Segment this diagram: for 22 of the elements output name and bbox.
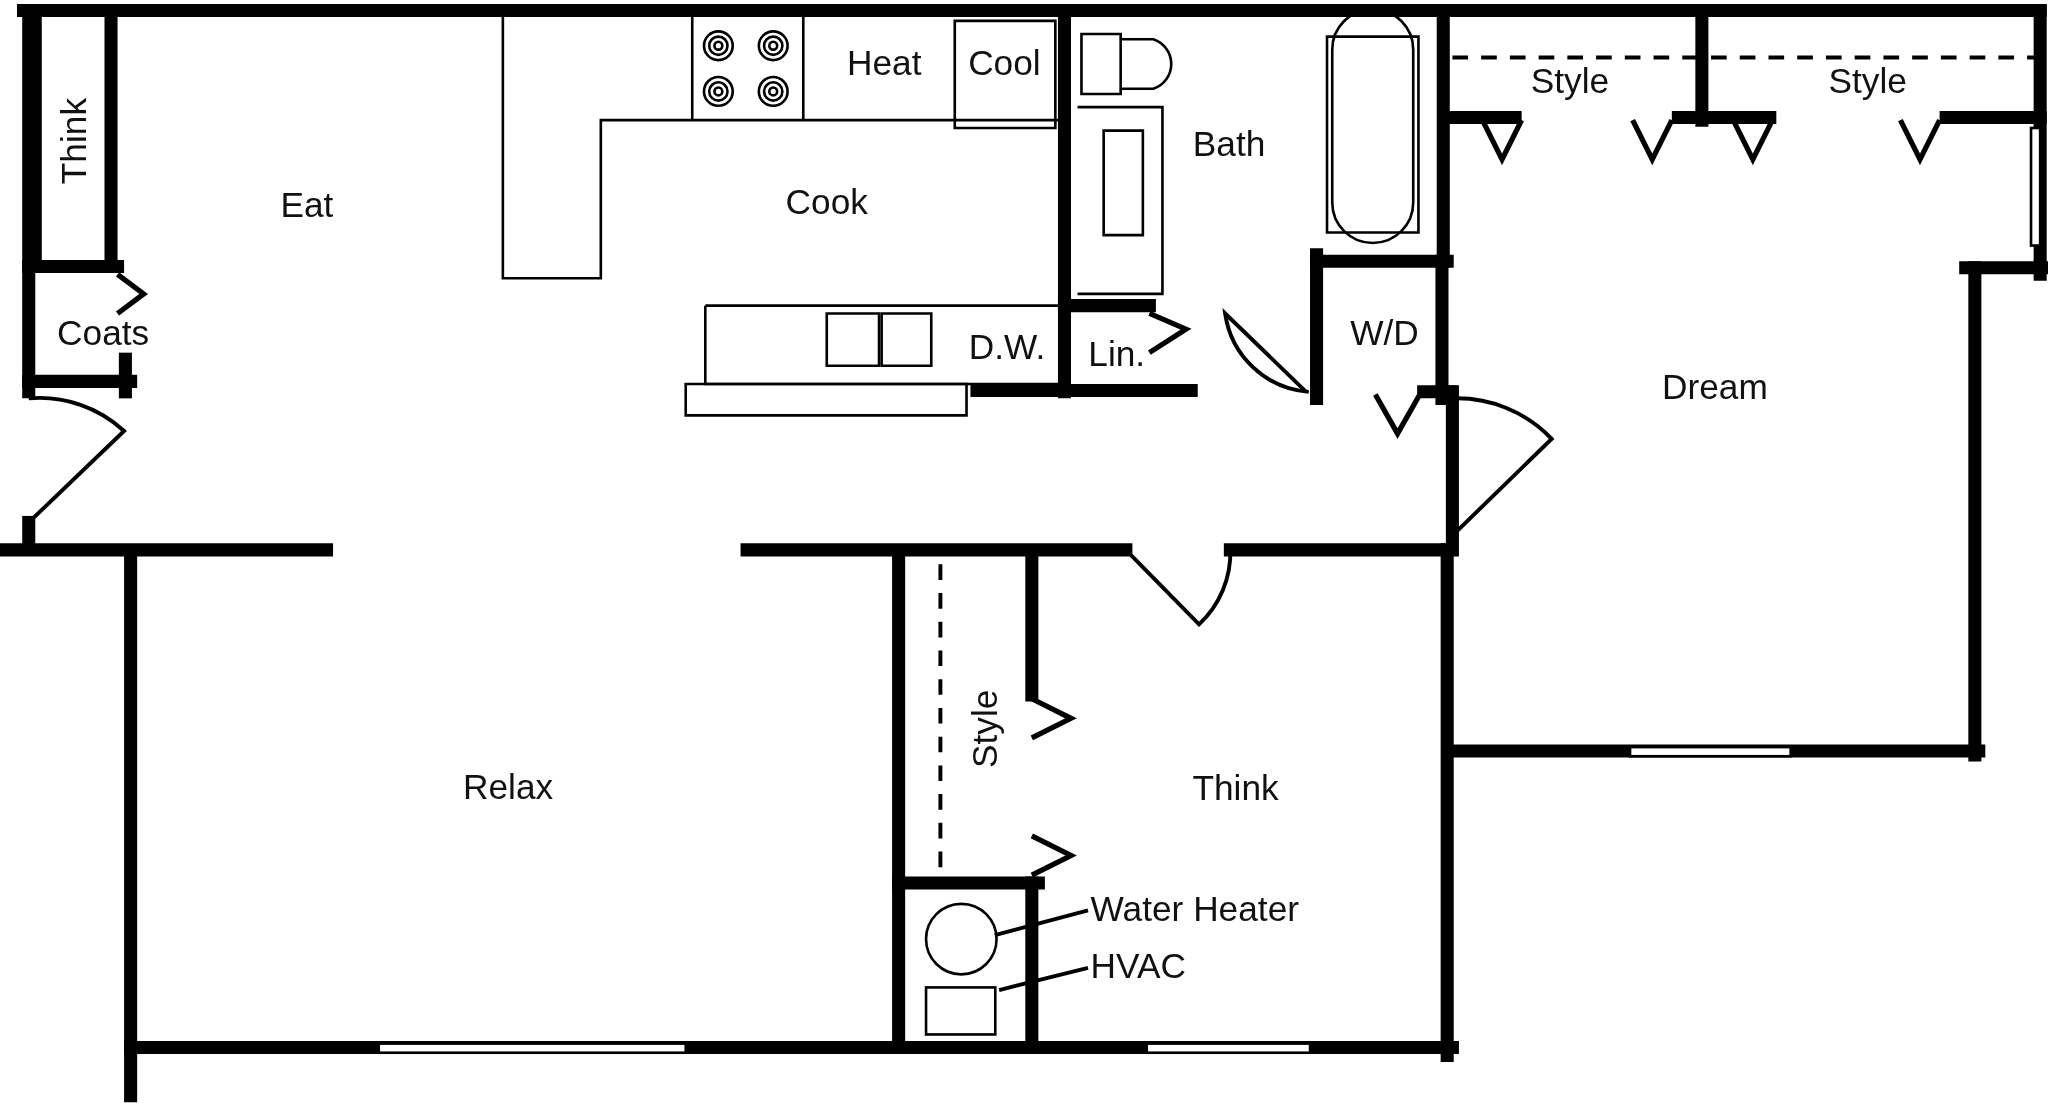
closet-label: Lin. [1088, 337, 1146, 373]
appliance-label: Heat [847, 46, 922, 82]
room-label: Bath [1192, 127, 1266, 163]
closet-label: Style [1828, 64, 1907, 100]
leader-line [994, 908, 1089, 938]
closet-label: Think [56, 97, 93, 185]
closet-label: Style [968, 689, 1004, 768]
appliance-label: D.W. [968, 329, 1046, 366]
room-label: Relax [463, 769, 554, 806]
appliance-label: W/D [1350, 316, 1419, 352]
room-label: Eat [280, 188, 334, 224]
room-label: Cook [785, 184, 868, 221]
appliance-label: Cool [968, 46, 1041, 82]
leader-line [998, 965, 1089, 992]
closet-label: Coats [57, 316, 150, 352]
closet-label: Style [1530, 64, 1610, 100]
callout-label: Water Heater [1090, 892, 1299, 928]
water-heater-symbol [924, 902, 998, 976]
room-label: Dream [1662, 370, 1768, 406]
room-label: Think [1192, 771, 1279, 807]
hvac-unit-symbol [924, 986, 997, 1036]
callout-label: HVAC [1090, 949, 1186, 985]
